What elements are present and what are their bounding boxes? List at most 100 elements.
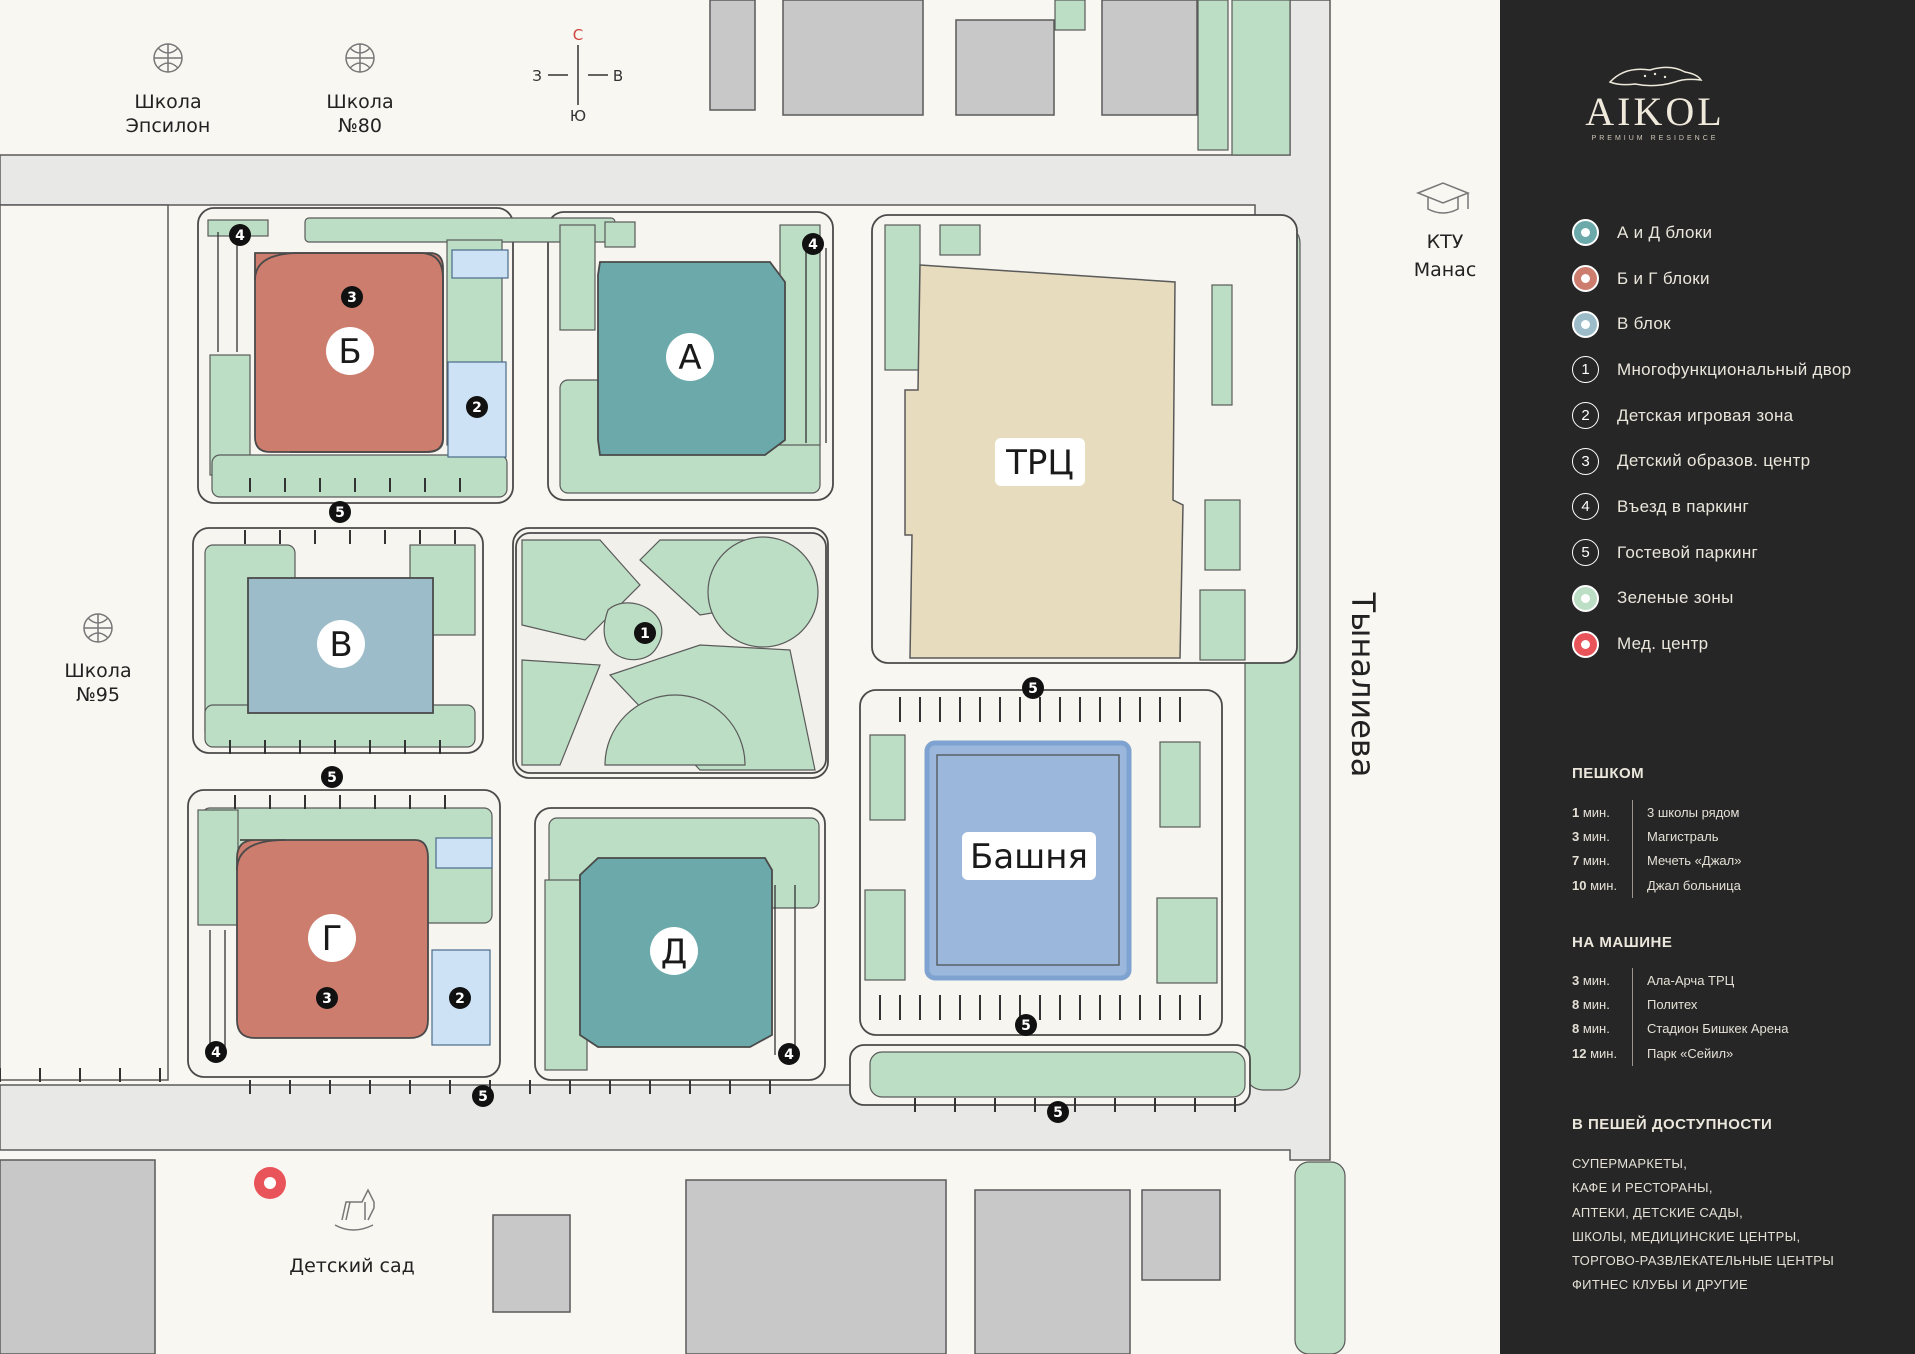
marker-4: 4: [229, 224, 251, 246]
street-label: Тыналиева: [1344, 592, 1382, 778]
building-labels: Б А В Г Д ТРЦ Башня: [308, 327, 1096, 975]
legend-swatch: [1572, 265, 1599, 293]
globe-icon: [153, 43, 183, 73]
separator: [1632, 824, 1633, 849]
time-number: 10: [1572, 877, 1587, 893]
time-number: 12: [1572, 1045, 1587, 1061]
site-map: С Ю З В Школа Эпсилон Школа №80 Школа №9…: [0, 0, 1477, 1354]
time-number: 1: [1572, 804, 1580, 820]
time-row: 8 мин. Политех: [1572, 992, 1892, 1017]
svg-text:5: 5: [478, 1089, 488, 1105]
separator: [1632, 800, 1633, 825]
nearby-line: СУПЕРМАРКЕТЫ,: [1572, 1156, 1688, 1171]
marker-5: 5: [1022, 677, 1044, 699]
time-unit: мин.: [1590, 1045, 1618, 1061]
marker-1: 1: [634, 622, 656, 644]
time-number: 3: [1572, 829, 1580, 845]
globe-icon: [345, 43, 375, 73]
logo: AIKOL PREMIUM RESIDENCE: [1570, 62, 1740, 142]
time-number: 3: [1572, 972, 1580, 988]
nearby-list: СУПЕРМАРКЕТЫ, КАФЕ И РЕСТОРАНЫ, АПТЕКИ, ДЕ…: [1572, 1152, 1902, 1298]
separator: [1632, 1041, 1633, 1066]
svg-text:4: 4: [235, 228, 245, 244]
time-unit: мин.: [1582, 997, 1610, 1013]
ktu-line2: Манас: [1414, 259, 1477, 281]
logo-wordmark: AIKOL: [1585, 89, 1725, 134]
marker-5: 5: [329, 501, 351, 523]
legend-label: В блок: [1617, 314, 1671, 334]
multifunctional-yard: [515, 532, 827, 774]
neighbor-buildings: [0, 0, 1221, 1354]
legend-label: Детский образов. центр: [1617, 451, 1811, 471]
time-value: 8 мин.: [1572, 997, 1632, 1012]
nearby-line: ФИТНЕС КЛУБЫ И ДРУГИЕ: [1572, 1277, 1748, 1293]
time-unit: мин.: [1582, 829, 1610, 845]
time-row: 12 мин.Парк «Сейил»: [1572, 1041, 1892, 1066]
marker-5: 5: [472, 1085, 494, 1107]
time-unit: мин.: [1590, 877, 1618, 893]
compass-west: З: [532, 67, 542, 85]
marker-2: 2: [466, 396, 488, 418]
svg-text:5: 5: [1021, 1018, 1031, 1034]
separator: [1632, 992, 1633, 1017]
building-v-label: В: [329, 625, 352, 665]
time-place: Магистраль: [1647, 829, 1719, 845]
time-place: Стадион Бишкек Арена: [1647, 1021, 1789, 1037]
svg-text:5: 5: [327, 770, 337, 786]
marker-2: 2: [449, 987, 471, 1009]
legend-label: Мед. центр: [1617, 634, 1709, 654]
school-epsilon-line1: Школа: [134, 91, 201, 113]
graduation-cap-icon: [1415, 182, 1471, 214]
svg-text:5: 5: [1028, 681, 1038, 697]
time-row: 1 мин. 3 школы рядом: [1572, 800, 1892, 825]
snow-leopard-logo-icon: [1608, 66, 1703, 87]
time-value: 3 мин.: [1572, 973, 1632, 988]
legend-item: А и Д блоки: [1572, 210, 1902, 256]
legend-label: Въезд в паркинг: [1617, 496, 1749, 516]
time-value: 10 мин.: [1572, 878, 1632, 893]
svg-text:2: 2: [472, 400, 482, 416]
time-place: Ала-Арча ТРЦ: [1647, 972, 1735, 988]
svg-text:2: 2: [455, 991, 465, 1007]
legend-number-badge: 5: [1572, 539, 1599, 567]
legend-item: Б и Г блоки: [1572, 256, 1902, 302]
compass: С Ю З В: [532, 26, 623, 125]
legend-sidebar: AIKOL PREMIUM RESIDENCE А и Д блоки Б и Г…: [1500, 0, 1915, 1354]
building-a-label: А: [678, 338, 701, 378]
building-b-label: Б: [338, 332, 361, 372]
legend-swatch: [1572, 630, 1599, 658]
marker-4: 4: [205, 1041, 227, 1063]
marker-4: 4: [778, 1043, 800, 1065]
marker-4: 4: [802, 233, 824, 255]
svg-text:5: 5: [335, 505, 345, 521]
nearby-line: КАФЕ И РЕСТОРАНЫ,: [1572, 1180, 1713, 1196]
nearby-line: АПТЕКИ, ДЕТСКИЕ САДЫ,: [1572, 1204, 1744, 1220]
nearby-line: ТОРГОВО-РАЗВЛЕКАТЕЛЬНЫЕ ЦЕНТРЫ: [1572, 1253, 1835, 1269]
marker-3: 3: [341, 286, 363, 308]
compass-south: Ю: [570, 107, 586, 125]
roads: [0, 0, 1331, 1161]
marker-5: 5: [321, 766, 343, 788]
school-80-line1: Школа: [326, 91, 393, 113]
time-row: 3 мин. Ала-Арча ТРЦ: [1572, 968, 1892, 993]
legend-label: Б и Г блоки: [1617, 268, 1710, 288]
car-title: НА МАШИНЕ: [1572, 934, 1673, 951]
marker-3: 3: [316, 987, 338, 1009]
time-place: 3 школы рядом: [1647, 804, 1740, 820]
time-place: Джал больница: [1647, 877, 1741, 893]
time-place: Политех: [1647, 997, 1698, 1013]
school-epsilon-line2: Эпсилон: [126, 115, 211, 137]
separator: [1632, 968, 1633, 993]
building-g-label: Г: [322, 919, 343, 959]
building-d-label: Д: [661, 932, 688, 972]
globe-icon: [83, 613, 113, 643]
time-row: 3 мин. Магистраль: [1572, 824, 1892, 849]
marker-5: 5: [1015, 1014, 1037, 1036]
time-unit: мин.: [1582, 804, 1610, 820]
